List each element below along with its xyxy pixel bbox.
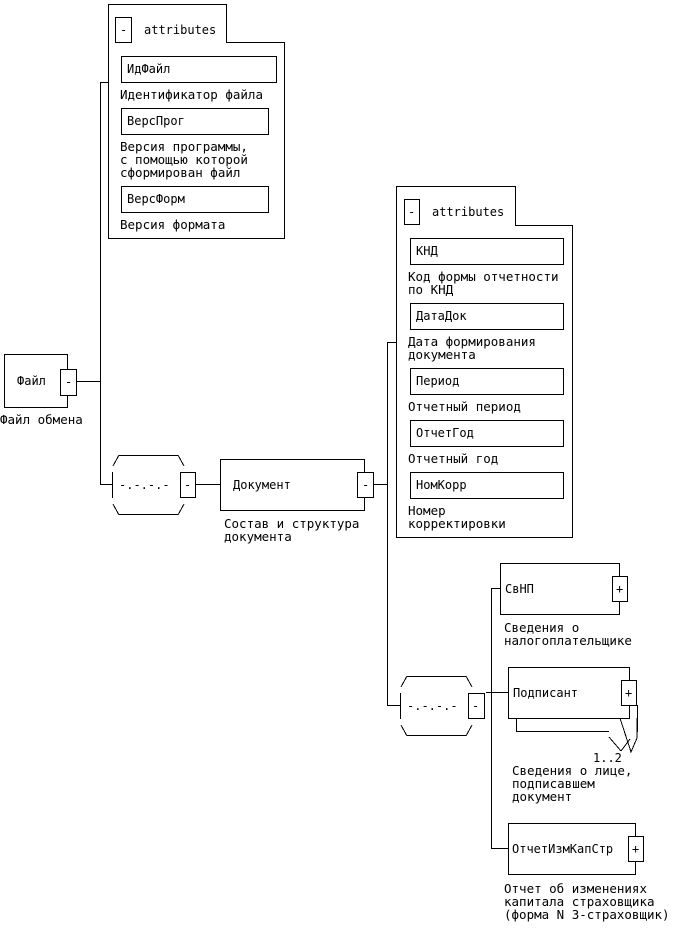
- child-name: ОтчетИзмКапСтр: [512, 842, 613, 856]
- plus-icon: +: [625, 686, 632, 700]
- document-attributes-header: attributes: [432, 205, 504, 219]
- seq2-br: [465, 724, 473, 737]
- attribute-desc: Идентификатор файла: [120, 87, 263, 102]
- sequence-symbol: -.-.-.-: [119, 478, 170, 492]
- sequence-compositor-2[interactable]: -.-.-.- -: [400, 675, 485, 737]
- attribute-name: НомКорр: [416, 478, 467, 492]
- child-element-podpisant[interactable]: Подписант +: [508, 667, 638, 754]
- attribute-name: Период: [416, 374, 459, 388]
- child-expand-button[interactable]: [628, 836, 644, 862]
- document-attributes-toggle-icon: -: [408, 205, 415, 219]
- child-description: документ: [512, 789, 572, 804]
- plus-icon: +: [632, 842, 639, 856]
- sequence-2-toggle-button[interactable]: [468, 693, 485, 719]
- seq2-tl: [400, 675, 408, 688]
- multiplicity-label: 1..2: [593, 751, 622, 765]
- sequence-compositor-1[interactable]: -.-.-.- -: [112, 454, 196, 516]
- seq2-tr: [465, 675, 473, 688]
- child-box[interactable]: [508, 667, 630, 719]
- seq1-bl: [112, 503, 120, 516]
- seq1-tl: [112, 454, 120, 467]
- connectors: [76, 82, 508, 849]
- child-element-otchetizmkapstr[interactable]: ОтчетИзмКапСтр +: [508, 823, 644, 875]
- root-toggle-button[interactable]: [60, 369, 77, 396]
- document-toggle-icon: -: [362, 478, 369, 492]
- document-box[interactable]: [220, 459, 365, 511]
- root-attributes-header: attributes: [144, 23, 216, 37]
- attribute-desc: Отчетный период: [408, 399, 521, 414]
- document-description: Состав и структура: [224, 516, 359, 531]
- document-attributes-panel: - attributes КНД Код формы отчетности по…: [396, 186, 573, 538]
- attribute-box[interactable]: [410, 472, 564, 499]
- child-description: налогоплательщике: [504, 633, 632, 648]
- attribute-box[interactable]: [410, 303, 564, 330]
- root-description: Файл обмена: [0, 412, 83, 427]
- root-attributes-toggle-button[interactable]: [115, 17, 132, 43]
- attribute-box[interactable]: [410, 420, 564, 447]
- root-attributes-panel: - attributes ИдФайл Идентификатор файла …: [108, 4, 285, 239]
- attribute-desc: Дата формирования: [408, 334, 536, 349]
- attribute-desc: Код формы отчетности: [408, 269, 559, 284]
- child-description: подписавшем: [512, 776, 595, 791]
- attribute-name: ВерсФорм: [127, 192, 185, 206]
- child-element-svnp[interactable]: СвНП +: [500, 563, 628, 615]
- sequence-symbol: -.-.-.-: [407, 699, 458, 713]
- attribute-name: ВерсПрог: [127, 114, 185, 128]
- attribute-name: КНД: [416, 244, 438, 258]
- child-box[interactable]: [500, 563, 620, 615]
- sequence-1-toggle-button[interactable]: [180, 472, 196, 498]
- document-toggle-button[interactable]: [357, 472, 374, 498]
- child-expand-button[interactable]: [621, 680, 637, 706]
- document-description: документа: [224, 529, 292, 544]
- sequence-1-toggle-icon: -: [184, 478, 191, 492]
- attribute-box[interactable]: [121, 186, 269, 213]
- attribute-desc: Отчетный год: [408, 451, 498, 466]
- child-description: Отчет об изменениях: [504, 881, 647, 896]
- attribute-box[interactable]: [121, 108, 269, 135]
- seq2-bl: [400, 724, 408, 737]
- attribute-desc: с помощью которой: [120, 152, 248, 167]
- attribute-name: ОтчетГод: [416, 426, 474, 440]
- multiplicity-mark-left: [608, 736, 622, 752]
- attribute-name: ДатаДок: [416, 309, 467, 323]
- attribute-desc: Номер: [408, 503, 446, 518]
- document-attributes-toggle-button[interactable]: [404, 199, 420, 225]
- attribute-desc: корректировки: [408, 516, 506, 531]
- attribute-desc: по КНД: [408, 282, 454, 297]
- child-description: Сведения о лице,: [512, 763, 632, 778]
- child-expand-button[interactable]: [612, 576, 628, 602]
- child-description: капитала страховщика: [504, 894, 655, 909]
- multiplicity-mark-right: [620, 738, 631, 752]
- document-element[interactable]: Документ -: [220, 459, 374, 511]
- attribute-desc: Версия формата: [120, 217, 225, 232]
- root-element[interactable]: Файл -: [4, 354, 77, 408]
- child-name: СвНП: [505, 582, 534, 596]
- attribute-box[interactable]: [121, 56, 277, 83]
- attribute-desc: Версия программы,: [120, 139, 248, 154]
- root-toggle-icon: -: [65, 375, 72, 389]
- child-stack-shadow: [516, 717, 638, 754]
- attribute-desc: сформирован файл: [120, 165, 240, 180]
- plus-icon: +: [616, 582, 623, 596]
- child-name: Подписант: [513, 686, 578, 700]
- seq1-tr: [177, 454, 185, 467]
- attribute-desc: документа: [408, 347, 476, 362]
- attribute-name: ИдФайл: [127, 62, 170, 76]
- attribute-box[interactable]: [410, 368, 564, 395]
- document-name: Документ: [233, 478, 291, 492]
- seq1-br: [177, 503, 185, 516]
- child-description: (форма N 3-страховщик): [504, 907, 670, 922]
- child-description: Сведения о: [504, 620, 579, 635]
- document-attributes-frame: [396, 186, 573, 538]
- attribute-box[interactable]: [410, 238, 564, 265]
- root-attributes-toggle-icon: -: [120, 23, 127, 37]
- child-box[interactable]: [508, 823, 636, 875]
- sequence-2-toggle-icon: -: [472, 699, 479, 713]
- root-name: Файл: [17, 374, 46, 388]
